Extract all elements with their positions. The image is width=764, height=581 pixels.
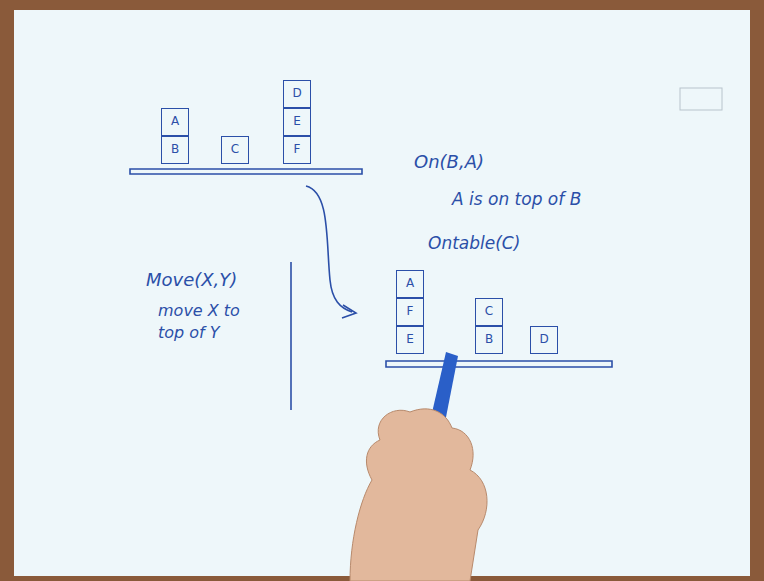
block-letter: C [485, 305, 493, 318]
block-box: F [283, 136, 311, 164]
block-letter: E [406, 333, 414, 346]
block-box: D [530, 326, 558, 354]
block-box: C [475, 298, 503, 326]
table [386, 361, 612, 367]
block-letter: F [294, 143, 301, 156]
block-letter: E [293, 115, 301, 128]
block-letter: B [485, 333, 493, 346]
transition-arrow [306, 186, 352, 312]
block-box: A [161, 108, 189, 136]
divider-line [290, 262, 292, 410]
block-box: C [221, 136, 249, 164]
block-letter: B [171, 143, 179, 156]
block-box: B [161, 136, 189, 164]
block-box: A [396, 270, 424, 298]
handwritten-note: Move(X,Y) [146, 268, 237, 292]
hand [350, 409, 487, 581]
handwritten-note: move X to top of Y [158, 300, 258, 343]
block-letter: C [231, 143, 239, 156]
block-box: B [475, 326, 503, 354]
block-box: E [396, 326, 424, 354]
block-letter: A [171, 115, 179, 128]
handwritten-note: Ontable(C) [428, 232, 520, 255]
block-letter: F [407, 305, 414, 318]
handwritten-note: On(B,A) [414, 150, 484, 174]
logo-mark [680, 88, 722, 110]
block-box: F [396, 298, 424, 326]
block-letter: A [406, 277, 414, 290]
block-box: D [283, 80, 311, 108]
handwritten-note: A is on top of B [452, 188, 581, 211]
block-letter: D [292, 87, 301, 100]
arrow-head [342, 305, 356, 318]
block-box: E [283, 108, 311, 136]
block-letter: D [539, 333, 548, 346]
table [130, 169, 362, 174]
